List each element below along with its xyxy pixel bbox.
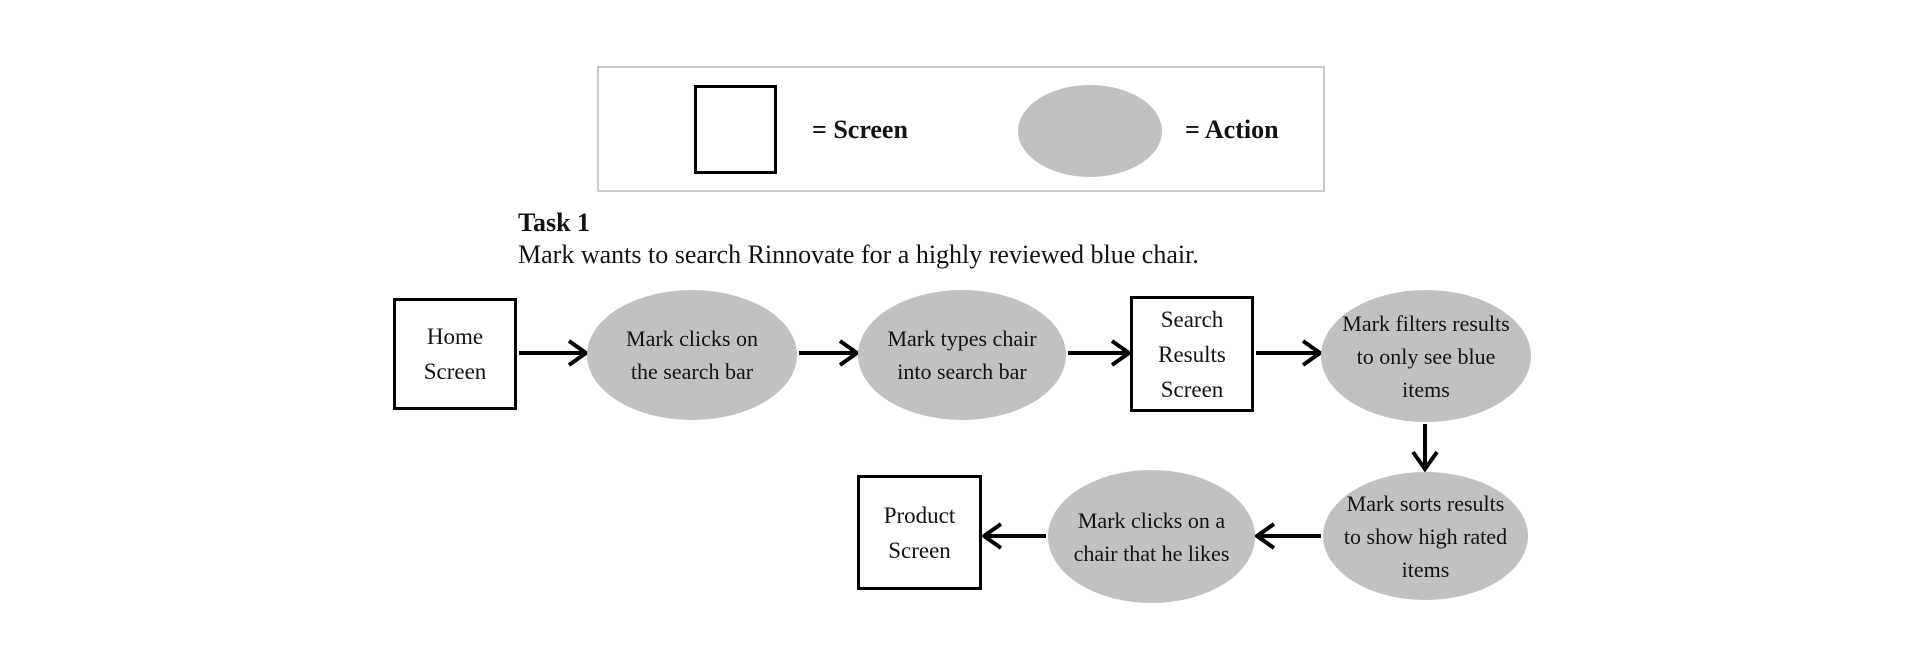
arrow-home-to-click-search [519, 339, 590, 367]
arrow-sort-rated-to-click-chair [1253, 522, 1321, 550]
node-action-filter-blue: Mark filters results to only see blue it… [1321, 290, 1531, 422]
node-search-results-screen-label: Search Results Screen [1158, 306, 1226, 402]
arrow-search-results-to-filter-blue [1256, 339, 1324, 367]
node-search-results-screen: Search Results Screen [1130, 296, 1254, 412]
arrow-filter-blue-to-sort-rated [1411, 424, 1439, 473]
node-action-click-chair: Mark clicks on a chair that he likes [1048, 470, 1255, 603]
legend-action-label: = Action [1185, 115, 1279, 144]
node-action-sort-high-rated-label: Mark sorts results to show high rated it… [1343, 490, 1508, 582]
arrow-click-chair-to-product [980, 522, 1046, 550]
node-action-click-search-bar: Mark clicks on the search bar [587, 290, 797, 420]
arrow-click-search-to-type-chair [799, 339, 861, 367]
node-action-type-chair-label: Mark types chair into search bar [887, 326, 1037, 384]
arrow-type-chair-to-search-results [1068, 339, 1133, 367]
task-title: Task 1 [518, 208, 591, 237]
legend-box: = Screen = Action [597, 66, 1325, 192]
task-description: Mark wants to search Rinnovate for a hig… [518, 240, 1199, 269]
legend-action-ellipse-swatch [1018, 85, 1162, 177]
node-product-screen: Product Screen [857, 475, 982, 590]
node-action-sort-high-rated: Mark sorts results to show high rated it… [1323, 472, 1528, 600]
node-product-screen-label: Product Screen [883, 502, 956, 563]
node-action-type-chair: Mark types chair into search bar [858, 290, 1066, 420]
legend-screen-swatch [694, 85, 777, 174]
node-home-screen-label: Home Screen [423, 324, 487, 384]
node-action-filter-blue-label: Mark filters results to only see blue it… [1342, 310, 1510, 402]
node-home-screen: Home Screen [393, 298, 517, 410]
legend-screen-label: = Screen [812, 115, 908, 144]
node-action-click-search-bar-label: Mark clicks on the search bar [626, 326, 758, 384]
node-action-click-chair-label: Mark clicks on a chair that he likes [1073, 507, 1230, 566]
